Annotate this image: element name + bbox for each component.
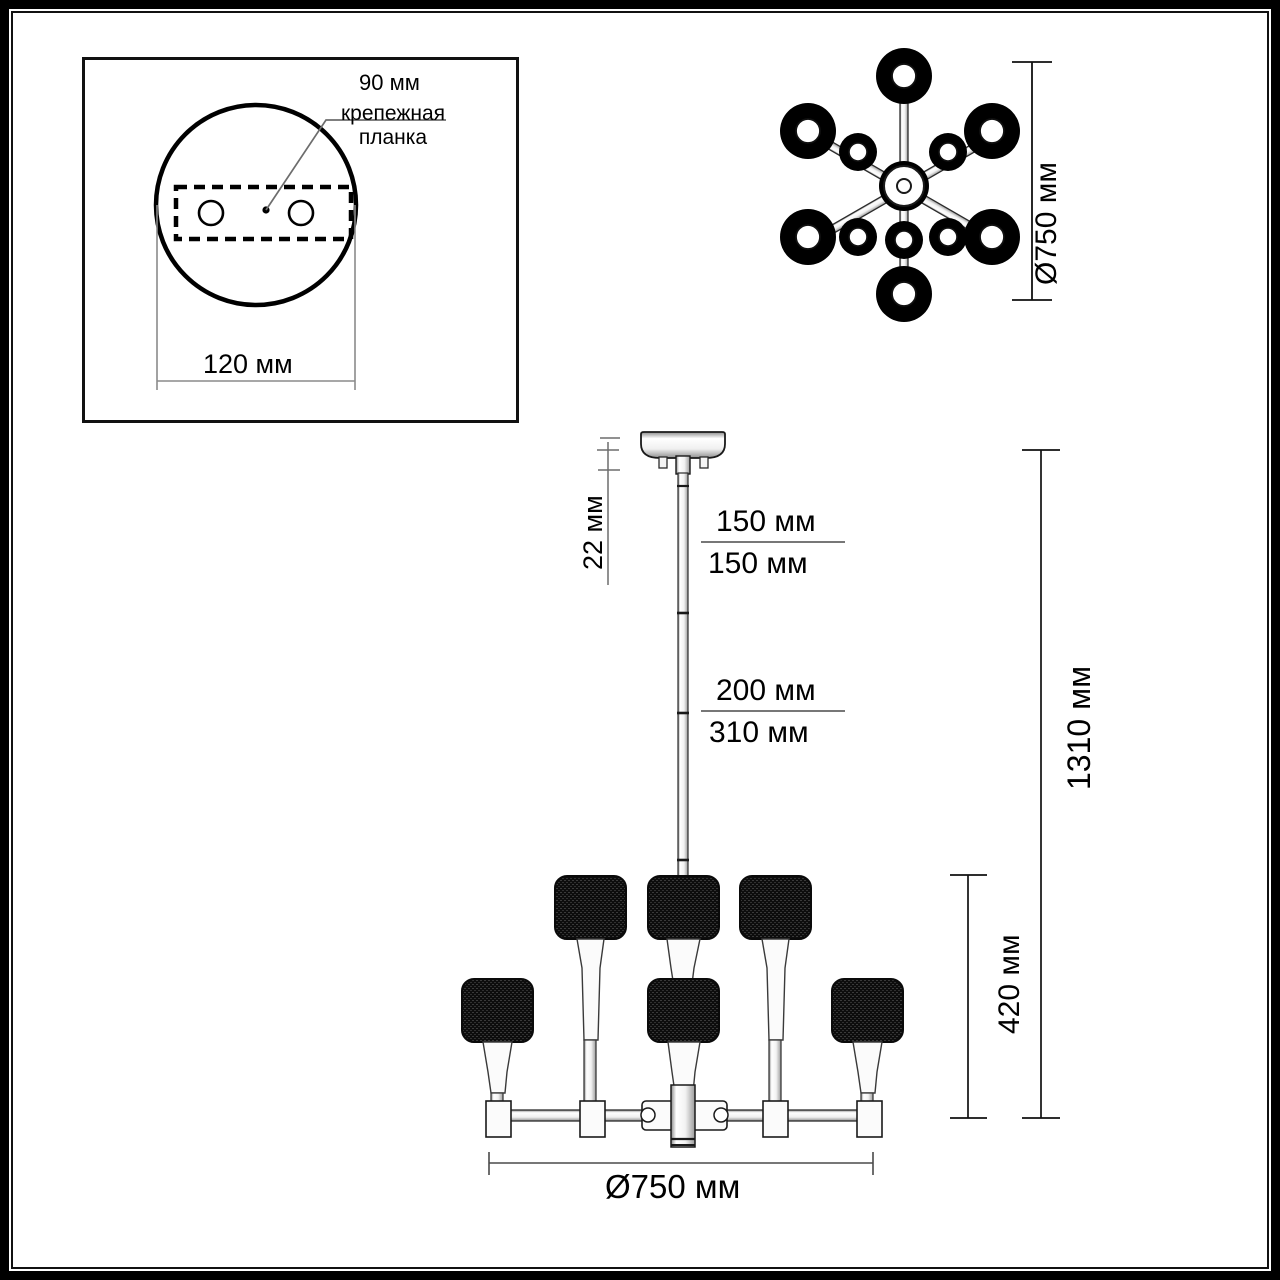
top-view-diameter-dimension: Ø750 мм bbox=[1030, 162, 1063, 285]
rod-dimension-200: 200 мм bbox=[716, 674, 816, 707]
body-height-dimension-420: 420 мм bbox=[993, 934, 1026, 1034]
inset-callout-dimension-90: 90 мм bbox=[359, 70, 420, 95]
front-view-diameter-dimension: Ø750 мм bbox=[605, 1168, 741, 1205]
rod-dimension-310: 310 мм bbox=[709, 716, 809, 749]
inset-callout-label-line1: крепежная bbox=[340, 102, 446, 125]
total-height-dimension-1310: 1310 мм bbox=[1061, 665, 1097, 790]
rod-dimension-150-upper: 150 мм bbox=[716, 505, 816, 538]
inset-detail-box-border bbox=[82, 57, 519, 423]
inset-callout-label-line2: планка bbox=[358, 125, 428, 149]
inset-width-dimension-120: 120 мм bbox=[203, 349, 293, 379]
inset-callout-label: крепежная планка bbox=[334, 102, 452, 149]
canopy-height-dimension-22: 22 мм bbox=[578, 495, 608, 570]
outer-frame-inner-line bbox=[11, 11, 1269, 1269]
rod-dimension-150-lower: 150 мм bbox=[708, 547, 808, 580]
